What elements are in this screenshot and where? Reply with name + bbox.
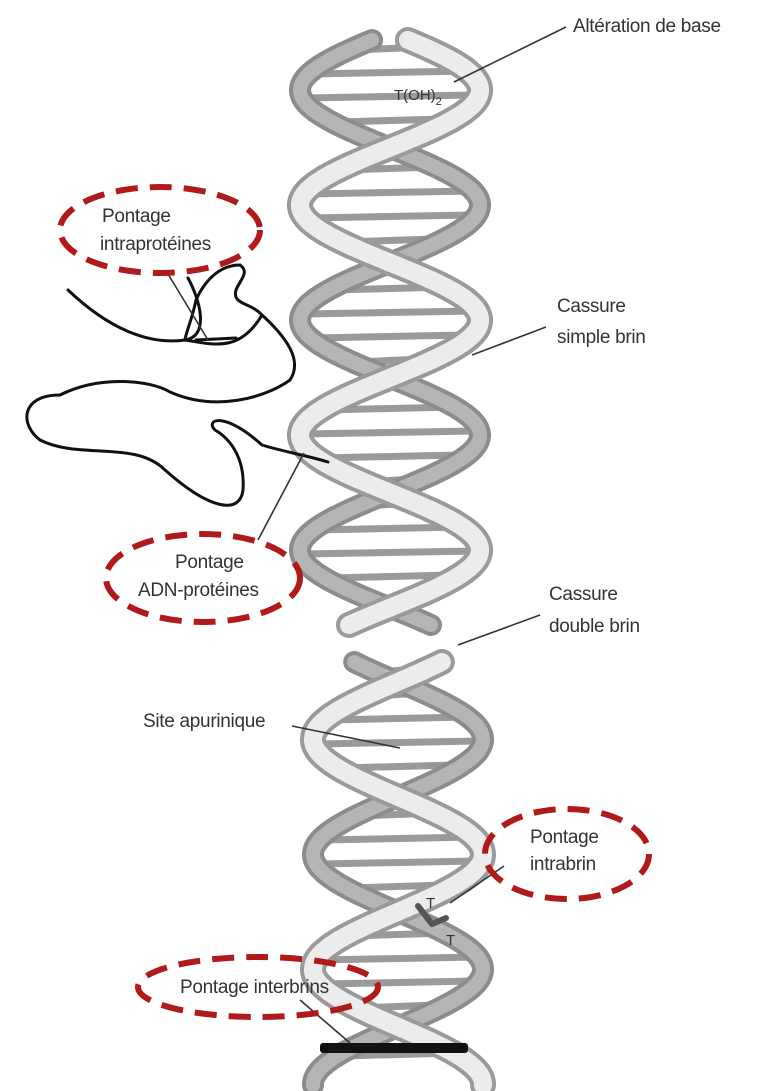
dna-helix-upper-segment bbox=[300, 40, 480, 625]
base-pair-rung bbox=[309, 215, 470, 218]
label-alteration-base: Altération de base bbox=[573, 16, 721, 37]
leader-cassure-double bbox=[458, 615, 540, 645]
base-pair-rung bbox=[304, 431, 476, 434]
label-cassure-double-line2: double brin bbox=[549, 616, 640, 637]
base-pair-rung bbox=[323, 837, 472, 840]
label-cassure-simple-line1: Cassure bbox=[557, 296, 626, 317]
protein-chain bbox=[27, 265, 328, 505]
base-pair-rung bbox=[314, 335, 465, 338]
base-pair-rung bbox=[318, 741, 479, 744]
highlight-pontage-adn-proteines bbox=[106, 534, 300, 622]
label-cassure-double-line1: Cassure bbox=[549, 584, 618, 605]
base-pair-rung bbox=[304, 551, 475, 554]
label-pontage-intrabrin-line2: intrabrin bbox=[530, 854, 596, 875]
base-pair-rung bbox=[320, 957, 477, 960]
leader-pontage-adn bbox=[258, 453, 304, 540]
leader-alteration-base bbox=[454, 27, 566, 82]
label-pontage-adn-line1: Pontage bbox=[175, 552, 244, 573]
base-pair-rung bbox=[320, 861, 476, 864]
label-pontage-intrabrin-line1: Pontage bbox=[530, 827, 599, 848]
base-pair-rung bbox=[306, 95, 474, 98]
base-pair-rung bbox=[305, 311, 474, 314]
dna-helix-lower-segment bbox=[313, 662, 483, 1085]
base-pair-rung bbox=[324, 981, 473, 984]
intraprotein-bridge bbox=[196, 338, 236, 340]
base-pair-rung bbox=[313, 71, 468, 74]
label-pontage-intraproteines-line2: intraprotéines bbox=[100, 234, 211, 255]
label-site-apurinique: Site apurinique bbox=[143, 711, 265, 732]
label-pontage-intraproteines-line1: Pontage bbox=[102, 206, 171, 227]
label-pontage-adn-line2: ADN-protéines bbox=[138, 580, 259, 601]
label-cassure-simple-line2: simple brin bbox=[557, 327, 646, 348]
base-pair-rung bbox=[308, 191, 472, 194]
highlight-pontage-intraproteines bbox=[60, 187, 260, 273]
label-pontage-interbrins: Pontage interbrins bbox=[180, 977, 329, 998]
label-base-formula: T(OH)2 bbox=[394, 87, 442, 108]
label-dimer-t2: T bbox=[446, 932, 455, 949]
label-dimer-t1: T bbox=[426, 895, 435, 912]
interbrin-crosslink-rung bbox=[320, 1043, 468, 1053]
